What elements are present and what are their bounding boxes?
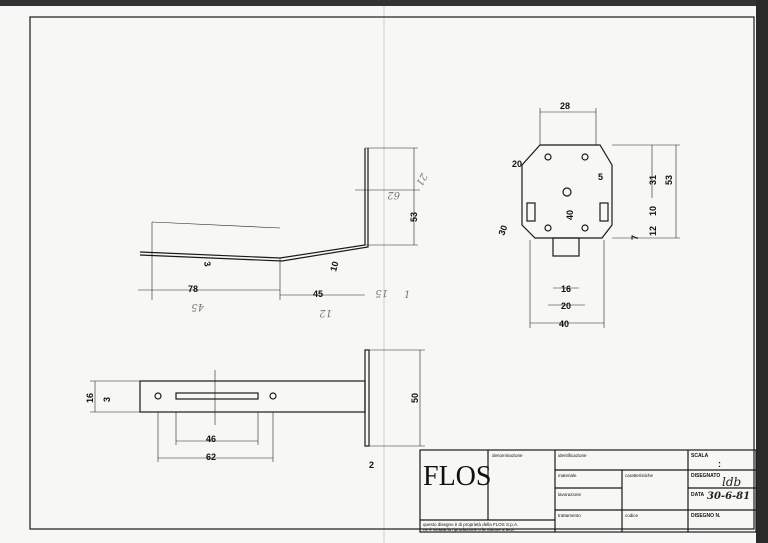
dim-53-profile: 53 [409,212,419,222]
dim-46: 46 [206,434,216,444]
label-lavorazione: lavorazione [558,492,582,497]
hand-dim-45: 45 [191,301,205,312]
dim-45: 45 [313,289,323,299]
drawing-border [29,16,755,530]
label-materiale: materiale [558,473,577,478]
dim-7: 7 [630,235,640,240]
dim-20: 20 [512,159,522,169]
label-caratteristiche: caratteristiche [625,473,654,478]
dim-12: 12 [648,226,658,236]
notice-line2: ne è vietata la riproduzione o la vision… [423,527,514,532]
front-view: 28 53 31 20 5 40 10 12 7 30 16 20 40 [496,101,680,329]
dim-10-profile: 10 [328,260,340,272]
hand-dim-12: 12 [319,307,332,318]
dim-angle-30: 30 [496,224,509,237]
label-trattamento: trattamento [558,513,581,518]
dim-10: 10 [648,206,658,216]
label-identificazione: identificazione [558,453,587,458]
top-view: 16 3 46 62 50 2 [85,349,425,470]
dim-40: 40 [559,319,569,329]
label-disegnato: DISEGNATO [691,473,720,479]
hand-dim-62: 62 [387,189,400,200]
dim-16: 16 [561,284,571,294]
dim-28: 28 [560,101,570,111]
dim-62: 62 [206,452,216,462]
hand-dim-1: 1 [404,290,410,301]
profile-view: 53 78 45 3 10 45 12 62 21 15 1 [138,147,429,318]
data-value: 30-6-81 [707,491,750,502]
dim-16-top: 16 [85,393,95,403]
hand-dim-15: 15 [375,287,388,298]
dim-20b: 20 [561,301,571,311]
notice-line1: questo disegno è di proprietà della FLOS… [423,522,518,527]
dim-53: 53 [664,175,674,185]
dim-40-hole: 40 [565,210,575,220]
label-disegno-n: DISEGNO N. [691,513,721,519]
dim-5: 5 [598,172,603,182]
dim-31: 31 [648,175,658,185]
dim-78: 78 [188,284,198,294]
dim-2: 2 [369,460,374,470]
scala-value: : [718,459,721,469]
label-denominazione: denominazione [492,453,523,458]
label-scala: SCALA [691,453,709,459]
label-codice: codice [625,513,639,518]
signature: ldb [722,475,741,489]
label-data: DATA [691,492,705,498]
dim-3: 3 [202,261,213,268]
dim-50: 50 [410,393,420,403]
dim-3-top: 3 [102,397,112,402]
title-block: FLOS denominazione identificazione SCALA… [419,449,757,533]
flos-logo: FLOS [423,461,491,492]
